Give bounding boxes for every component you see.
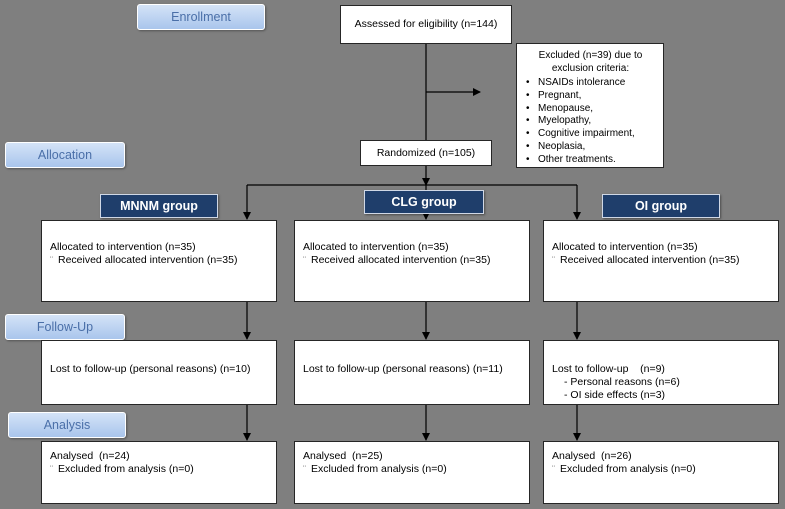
- excluded-analysis-text: Excluded from analysis (n=0): [560, 463, 696, 475]
- exclusion-criteria-list: NSAIDs intolerance Pregnant, Menopause, …: [521, 77, 660, 167]
- allocated-text: Allocated to intervention (n=35): [50, 241, 196, 253]
- received-text: Received allocated intervention (n=35): [311, 254, 491, 266]
- lost-text: Lost to follow-up (personal reasons) (n=…: [50, 363, 251, 375]
- exclusion-item: Other treatments.: [521, 154, 660, 167]
- allocation-box-clg: Allocated to intervention (n=35) ¨Receiv…: [294, 220, 530, 302]
- allocated-text: Allocated to intervention (n=35): [303, 241, 449, 253]
- followup-box-clg: Lost to follow-up (personal reasons) (n=…: [294, 340, 530, 405]
- analysed-text: Analysed (n=26): [552, 450, 632, 462]
- exclusion-item: Neoplasia,: [521, 141, 660, 154]
- group-header-clg: CLG group: [364, 190, 484, 214]
- lost-text: Lost to follow-up (personal reasons) (n=…: [303, 363, 503, 375]
- analysed-text: Analysed (n=25): [303, 450, 383, 462]
- excluded-analysis-text: Excluded from analysis (n=0): [311, 463, 447, 475]
- allocation-box-oi: Allocated to intervention (n=35) ¨Receiv…: [543, 220, 779, 302]
- randomized-text: Randomized (n=105): [376, 147, 476, 159]
- stage-enrollment: Enrollment: [137, 4, 265, 30]
- eligibility-text: Assessed for eligibility (n=144): [354, 18, 498, 30]
- received-text: Received allocated intervention (n=35): [58, 254, 238, 266]
- analysis-box-oi: Analysed (n=26) ¨Excluded from analysis …: [543, 441, 779, 504]
- excluded-box: Excluded (n=39) due to exclusion criteri…: [516, 43, 664, 168]
- excluded-analysis-text: Excluded from analysis (n=0): [58, 463, 194, 475]
- analysis-box-mnnm: Analysed (n=24) ¨Excluded from analysis …: [41, 441, 277, 504]
- received-text: Received allocated intervention (n=35): [560, 254, 740, 266]
- group-header-oi: OI group: [602, 194, 720, 218]
- followup-box-oi: Lost to follow-up (n=9) - Personal reaso…: [543, 340, 779, 405]
- stage-analysis: Analysis: [8, 412, 126, 438]
- allocated-text: Allocated to intervention (n=35): [552, 241, 698, 253]
- analysis-box-clg: Analysed (n=25) ¨Excluded from analysis …: [294, 441, 530, 504]
- followup-box-mnnm: Lost to follow-up (personal reasons) (n=…: [41, 340, 277, 405]
- randomized-box: Randomized (n=105): [360, 140, 492, 166]
- excluded-header: Excluded (n=39) due to exclusion criteri…: [538, 50, 643, 74]
- lost-text: Lost to follow-up (n=9): [552, 363, 665, 375]
- analysed-text: Analysed (n=24): [50, 450, 130, 462]
- stage-followup: Follow-Up: [5, 314, 125, 340]
- lost-detail: - OI side effects (n=3): [564, 389, 666, 401]
- exclusion-item: Pregnant,: [521, 90, 660, 103]
- exclusion-item: Menopause,: [521, 103, 660, 116]
- group-header-mnnm: MNNM group: [100, 194, 218, 218]
- allocation-box-mnnm: Allocated to intervention (n=35) ¨Receiv…: [41, 220, 277, 302]
- exclusion-item: Cognitive impairment,: [521, 128, 660, 141]
- lost-detail: - Personal reasons (n=6): [564, 376, 680, 388]
- exclusion-item: Myelopathy,: [521, 115, 660, 128]
- stage-allocation: Allocation: [5, 142, 125, 168]
- eligibility-box: Assessed for eligibility (n=144): [340, 5, 512, 44]
- exclusion-item: NSAIDs intolerance: [521, 77, 660, 90]
